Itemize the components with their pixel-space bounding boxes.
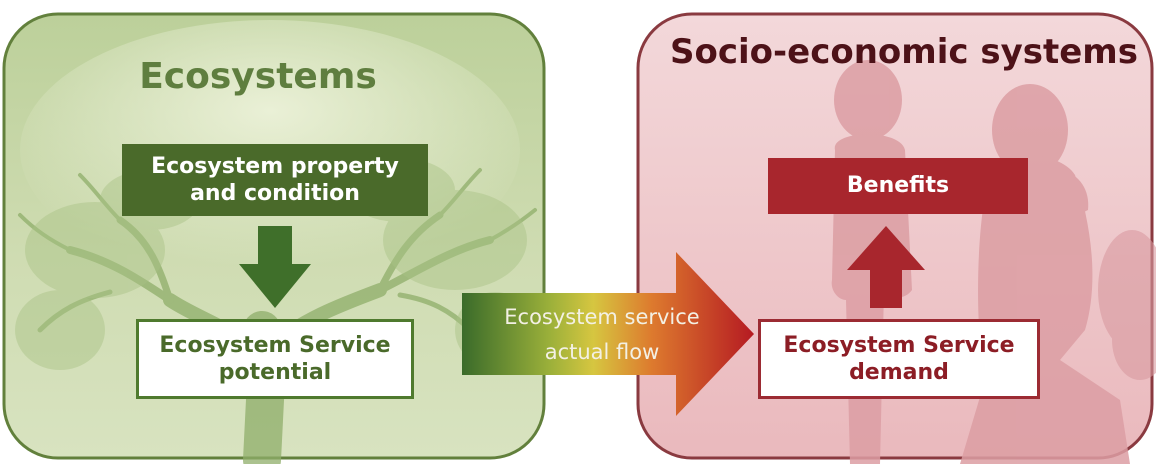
background-tree-icon: [1098, 230, 1156, 380]
benefits-box: Benefits: [768, 158, 1028, 214]
flow-label-line1: Ecosystem service: [504, 305, 700, 329]
arrow-up-icon: [847, 226, 925, 308]
potential-line2: potential: [218, 360, 332, 385]
ecosystem-service-demand-box: Ecosystem Service demand: [758, 319, 1040, 399]
ecosystems-title: Ecosystems: [139, 56, 377, 97]
arrow-down-icon: [239, 226, 311, 308]
benefits-label: Benefits: [846, 173, 950, 199]
flow-label-line2: actual flow: [544, 339, 660, 364]
ecosystem-property-line1: Ecosystem property: [151, 153, 399, 179]
flow-arrow: [462, 252, 754, 416]
flow-label: Ecosystem service actual flow: [468, 300, 736, 369]
ecosystem-property-line2: and condition: [190, 181, 360, 206]
ecosystem-service-potential-box: Ecosystem Service potential: [136, 319, 414, 399]
ecosystem-property-box: Ecosystem property and condition: [122, 144, 428, 216]
socio-economic-title: Socio-economic systems: [670, 32, 1138, 72]
potential-line1: Ecosystem Service: [159, 332, 391, 358]
demand-line1: Ecosystem Service: [783, 332, 1015, 358]
demand-line2: demand: [849, 360, 949, 385]
